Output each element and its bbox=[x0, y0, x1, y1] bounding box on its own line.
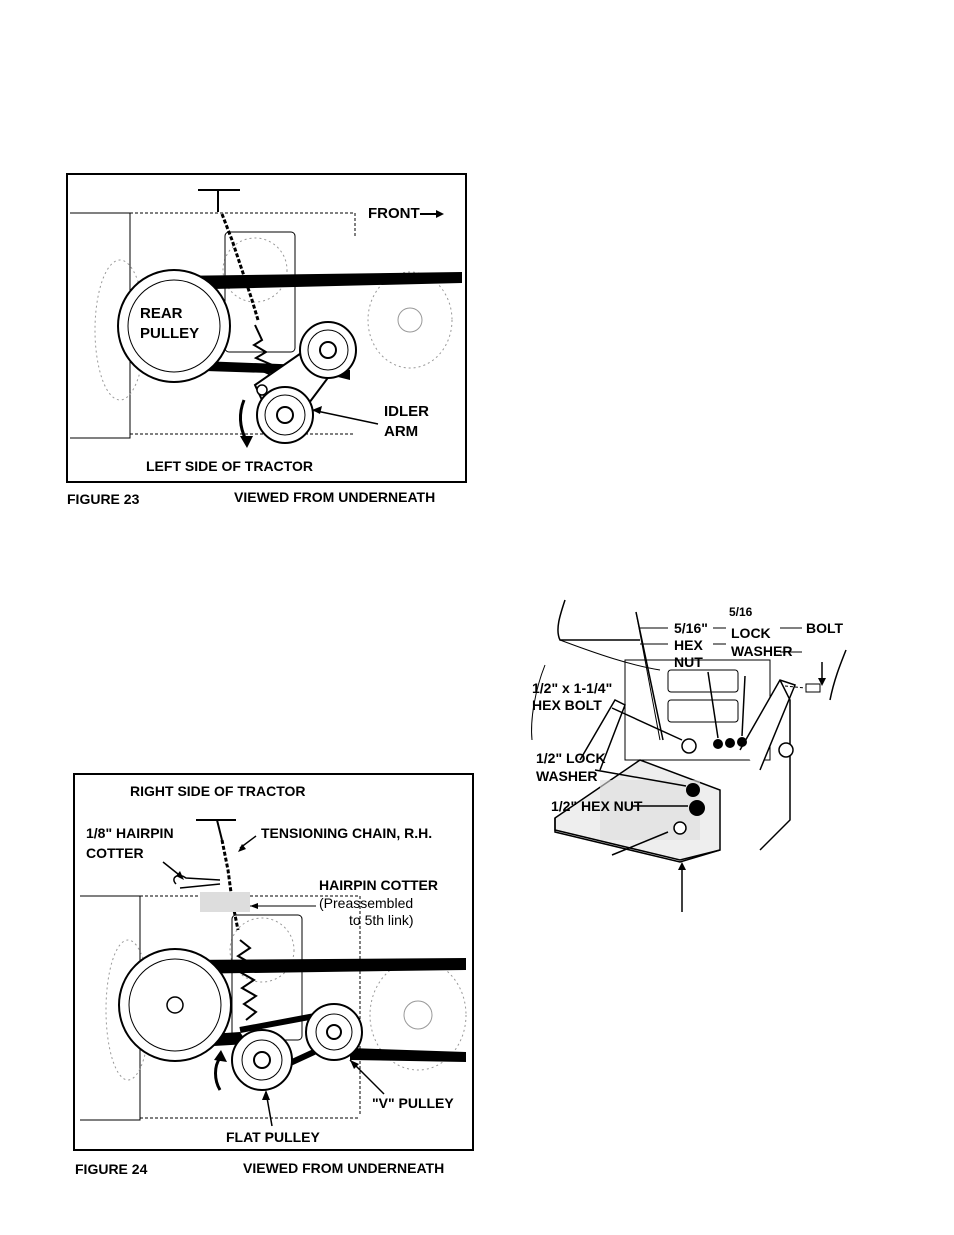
figure-23-caption-view: VIEWED FROM UNDERNEATH bbox=[234, 489, 436, 505]
bolt-516-label: 5/16" bbox=[674, 620, 708, 636]
lock-washer-icon bbox=[686, 783, 700, 797]
v-pulley-label: "V" PULLEY bbox=[372, 1095, 454, 1111]
lock-washer-label-2: WASHER bbox=[536, 768, 598, 784]
belt-top bbox=[170, 272, 462, 290]
preassembled-label-1: (Preassembled bbox=[319, 895, 414, 911]
figure-24-caption-number: FIGURE 24 bbox=[75, 1161, 148, 1177]
rear-pulley-rh bbox=[118, 948, 232, 1062]
hex-label: HEX bbox=[674, 637, 703, 653]
hex-bolt-label-1: 1/2" x 1-1/4" bbox=[532, 680, 613, 696]
tensioning-chain-rh bbox=[220, 839, 240, 931]
nut-label: NUT bbox=[674, 654, 703, 670]
figure-24-frame bbox=[73, 773, 474, 1151]
idler-label-1: IDLER bbox=[384, 403, 429, 420]
rear-pulley bbox=[117, 269, 231, 383]
figure-24-caption-view: VIEWED FROM UNDERNEATH bbox=[243, 1160, 445, 1176]
hex-nut-icon bbox=[689, 800, 705, 816]
lock-washer-label-1: 1/2" LOCK bbox=[536, 750, 606, 766]
rear-pulley-label-1: REAR bbox=[140, 305, 183, 322]
rear-pulley-label-2: PULLEY bbox=[140, 325, 200, 342]
lock-label: LOCK bbox=[731, 625, 771, 641]
idler-label-2: ARM bbox=[384, 423, 419, 440]
cotter-label: HAIRPIN COTTER bbox=[319, 877, 438, 893]
figure-23-frame bbox=[66, 173, 467, 483]
figure-23-side-label: LEFT SIDE OF TRACTOR bbox=[146, 458, 313, 474]
washer-label: WASHER bbox=[731, 643, 793, 659]
figure-24-side-label: RIGHT SIDE OF TRACTOR bbox=[130, 783, 306, 799]
fraction-top-label: 5/16 bbox=[729, 605, 753, 619]
bolt-label: BOLT bbox=[806, 620, 844, 636]
flat-pulley bbox=[231, 1029, 293, 1091]
idler-leader bbox=[311, 409, 379, 425]
hairpin-leader bbox=[162, 861, 179, 875]
hairpin-label-2: COTTER bbox=[86, 845, 144, 861]
v-pulley-rh bbox=[305, 1003, 363, 1061]
flat-pulley-label: FLAT PULLEY bbox=[226, 1129, 320, 1145]
preassembled-label-2: to 5th link) bbox=[349, 912, 414, 928]
hex-bolt-label-2: HEX BOLT bbox=[532, 697, 602, 713]
hairpin-label-1: 1/8" HAIRPIN bbox=[86, 825, 174, 841]
chain-label: TENSIONING CHAIN, R.H. bbox=[261, 825, 433, 841]
tension-spring-rh bbox=[236, 939, 258, 1021]
figure-23-caption-number: FIGURE 23 bbox=[67, 491, 140, 507]
front-label: FRONT bbox=[368, 205, 420, 222]
hex-nut-label: 1/2" HEX NUT bbox=[551, 798, 643, 814]
chain-hook bbox=[198, 189, 240, 212]
hex-bolt-icon bbox=[681, 738, 697, 754]
tensioning-chain bbox=[220, 213, 260, 321]
